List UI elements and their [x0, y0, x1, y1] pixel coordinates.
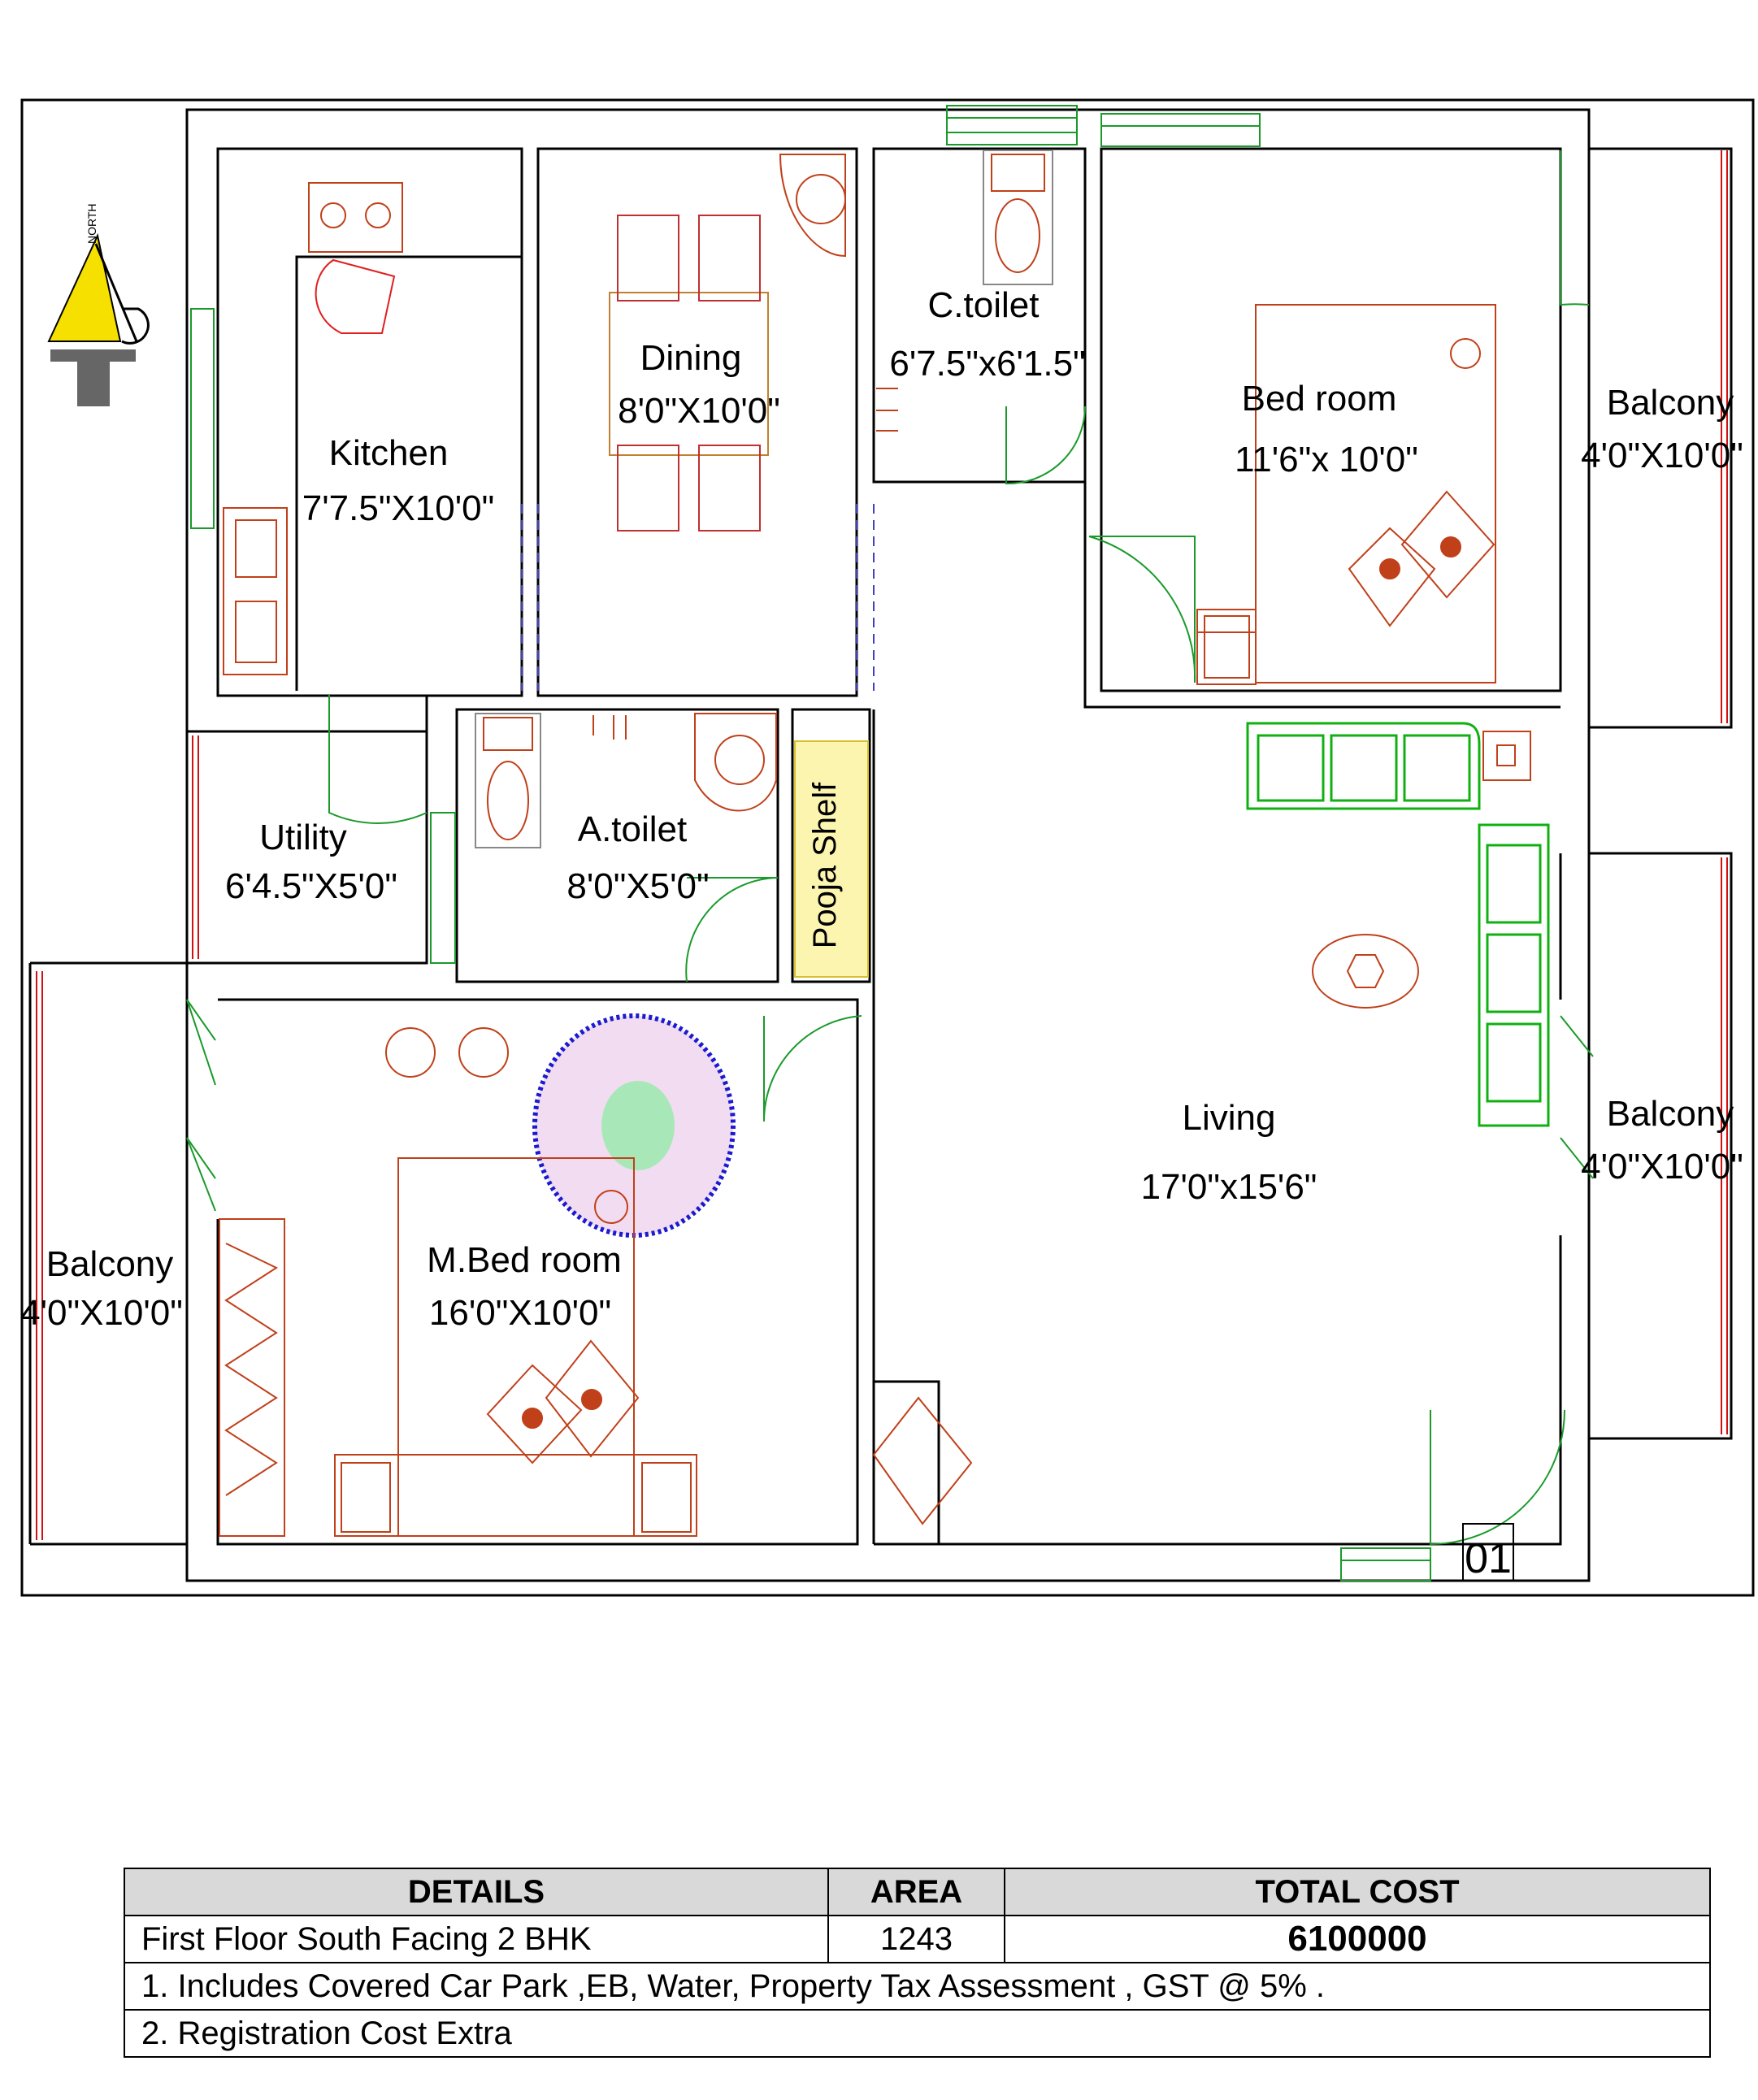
north-label: NORTH — [85, 203, 98, 244]
details-table: DETAILS AREA TOTAL COST First Floor Sout… — [124, 1868, 1711, 2058]
living-label: Living — [1183, 1098, 1276, 1138]
living-size: 17'0"x15'6" — [1141, 1167, 1317, 1207]
north-compass-icon: NORTH — [47, 203, 150, 406]
mbedroom-label: M.Bed room — [427, 1240, 622, 1280]
windows — [36, 105, 1728, 1582]
ctoilet-size: 6'7.5"x6'1.5" — [889, 344, 1085, 384]
kitchen-label: Kitchen — [329, 433, 449, 473]
doors — [186, 150, 1594, 1546]
balcony-left-size: 4'0"X10'0" — [20, 1293, 183, 1333]
pooja-label: Pooja Shelf — [807, 782, 843, 948]
atoilet-label: A.toilet — [578, 809, 688, 849]
balcony-right-top-label: Balcony — [1607, 383, 1734, 423]
balcony-right-bottom-label: Balcony — [1607, 1094, 1734, 1134]
unit-number-box — [1462, 1523, 1514, 1582]
dining-label: Dining — [640, 338, 742, 378]
area-header: AREA — [827, 1868, 1005, 1916]
details-cell: First Floor South Facing 2 BHK — [124, 1915, 829, 1963]
ctoilet-label: C.toilet — [928, 285, 1040, 325]
plan-border — [20, 98, 1755, 1597]
atoilet-size: 8'0"X5'0" — [566, 866, 709, 906]
total-cost-header: TOTAL COST — [1004, 1868, 1711, 1916]
unit-number: 01 — [1465, 1535, 1512, 1582]
note-2: 2. Registration Cost Extra — [124, 2009, 1711, 2058]
atoilet-fixtures — [475, 713, 777, 848]
mbed-rug — [532, 1013, 736, 1238]
living-decor — [872, 731, 1531, 1525]
dining-table — [609, 154, 846, 532]
kitchen-size: 7'7.5"X10'0" — [302, 488, 494, 528]
bedroom-furniture — [1196, 304, 1496, 685]
table-row: First Floor South Facing 2 BHK 1243 6100… — [124, 1915, 1711, 1963]
utility-label: Utility — [259, 818, 347, 857]
dining-size: 8'0"X10'0" — [618, 391, 780, 431]
bedroom-label: Bed room — [1242, 379, 1397, 419]
table-header-row: DETAILS AREA TOTAL COST — [124, 1868, 1711, 1916]
table-note-row: 2. Registration Cost Extra — [124, 2009, 1711, 2058]
balcony-left-label: Balcony — [46, 1244, 174, 1284]
bedroom-size: 11'6"x 10'0" — [1235, 440, 1418, 479]
area-cell: 1243 — [827, 1915, 1005, 1963]
mbed-furniture — [219, 1027, 697, 1537]
dashed-openings — [521, 504, 875, 691]
mbedroom-size: 16'0"X10'0" — [429, 1293, 611, 1333]
pooja-shelf — [794, 740, 869, 978]
ctoilet-fixtures — [876, 150, 1053, 432]
table-note-row: 1. Includes Covered Car Park ,EB, Water,… — [124, 1962, 1711, 2011]
total-cost-cell: 6100000 — [1004, 1915, 1711, 1963]
balcony-right-bottom-size: 4'0"X10'0" — [1581, 1147, 1743, 1187]
details-header: DETAILS — [124, 1868, 829, 1916]
balcony-right-top-size: 4'0"X10'0" — [1581, 436, 1743, 475]
utility-size: 6'4.5"X5'0" — [225, 866, 397, 906]
note-1: 1. Includes Covered Car Park ,EB, Water,… — [124, 1962, 1711, 2011]
walls — [28, 108, 1733, 1582]
kitchen-fixtures — [223, 182, 403, 675]
living-sofa — [1246, 722, 1550, 1127]
floor-plan: NORTH — [20, 98, 1755, 1597]
